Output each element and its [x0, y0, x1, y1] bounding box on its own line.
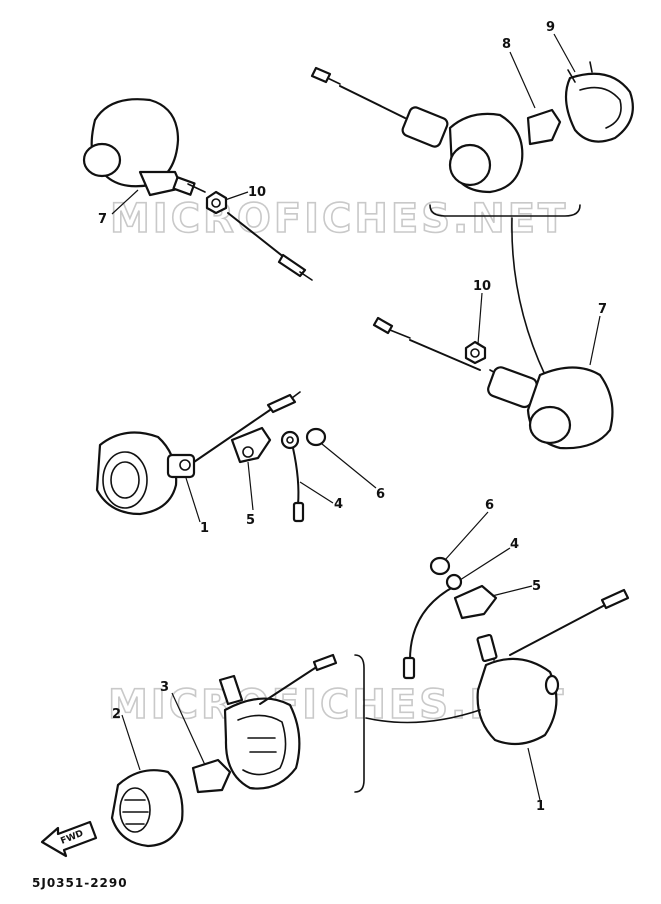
lens-9	[564, 72, 634, 143]
rear-left-flasher-assembly	[82, 98, 313, 281]
callout-1-lower: 1	[536, 799, 545, 814]
callout-5-lower: 5	[532, 579, 541, 594]
callout-5-upper: 5	[246, 513, 255, 528]
forward-direction-arrow: FWD	[40, 820, 98, 858]
nut-10-middle	[464, 340, 487, 365]
bracket-5-lower	[453, 584, 498, 620]
front-left-flasher-assembly	[95, 391, 327, 523]
callout-10-middle: 10	[473, 279, 491, 294]
callout-10-top: 10	[248, 185, 266, 200]
callout-8: 8	[502, 37, 511, 52]
bracket-5-upper	[230, 426, 272, 464]
callout-7-top: 7	[98, 212, 107, 227]
nut-10-top	[205, 190, 228, 215]
callout-7-middle: 7	[598, 302, 607, 317]
watermark-top: MICROFICHES.NET	[110, 196, 568, 242]
callout-9: 9	[546, 20, 555, 35]
bulb-8	[526, 108, 562, 146]
ring-terminal-4-upper	[280, 430, 300, 450]
callout-1-upper: 1	[200, 521, 209, 536]
callout-3: 3	[160, 680, 169, 695]
callout-2: 2	[112, 707, 121, 722]
disassembled-flasher	[110, 653, 338, 848]
lens-2	[110, 769, 184, 848]
nut-6-upper	[305, 427, 327, 447]
part-code: 5J0351-2290	[32, 876, 128, 890]
callout-6-upper: 6	[376, 487, 385, 502]
ring-terminal-4-lower	[445, 573, 463, 591]
front-right-flasher-assembly	[402, 556, 630, 746]
callout-4-lower: 4	[510, 537, 519, 552]
rear-right-flasher-assembly	[310, 61, 634, 194]
nut-6-lower	[429, 556, 451, 576]
callout-6-lower: 6	[485, 498, 494, 513]
bulb-3	[191, 758, 232, 794]
middle-right-flasher-assembly	[372, 316, 614, 450]
callout-4-upper: 4	[334, 497, 343, 512]
